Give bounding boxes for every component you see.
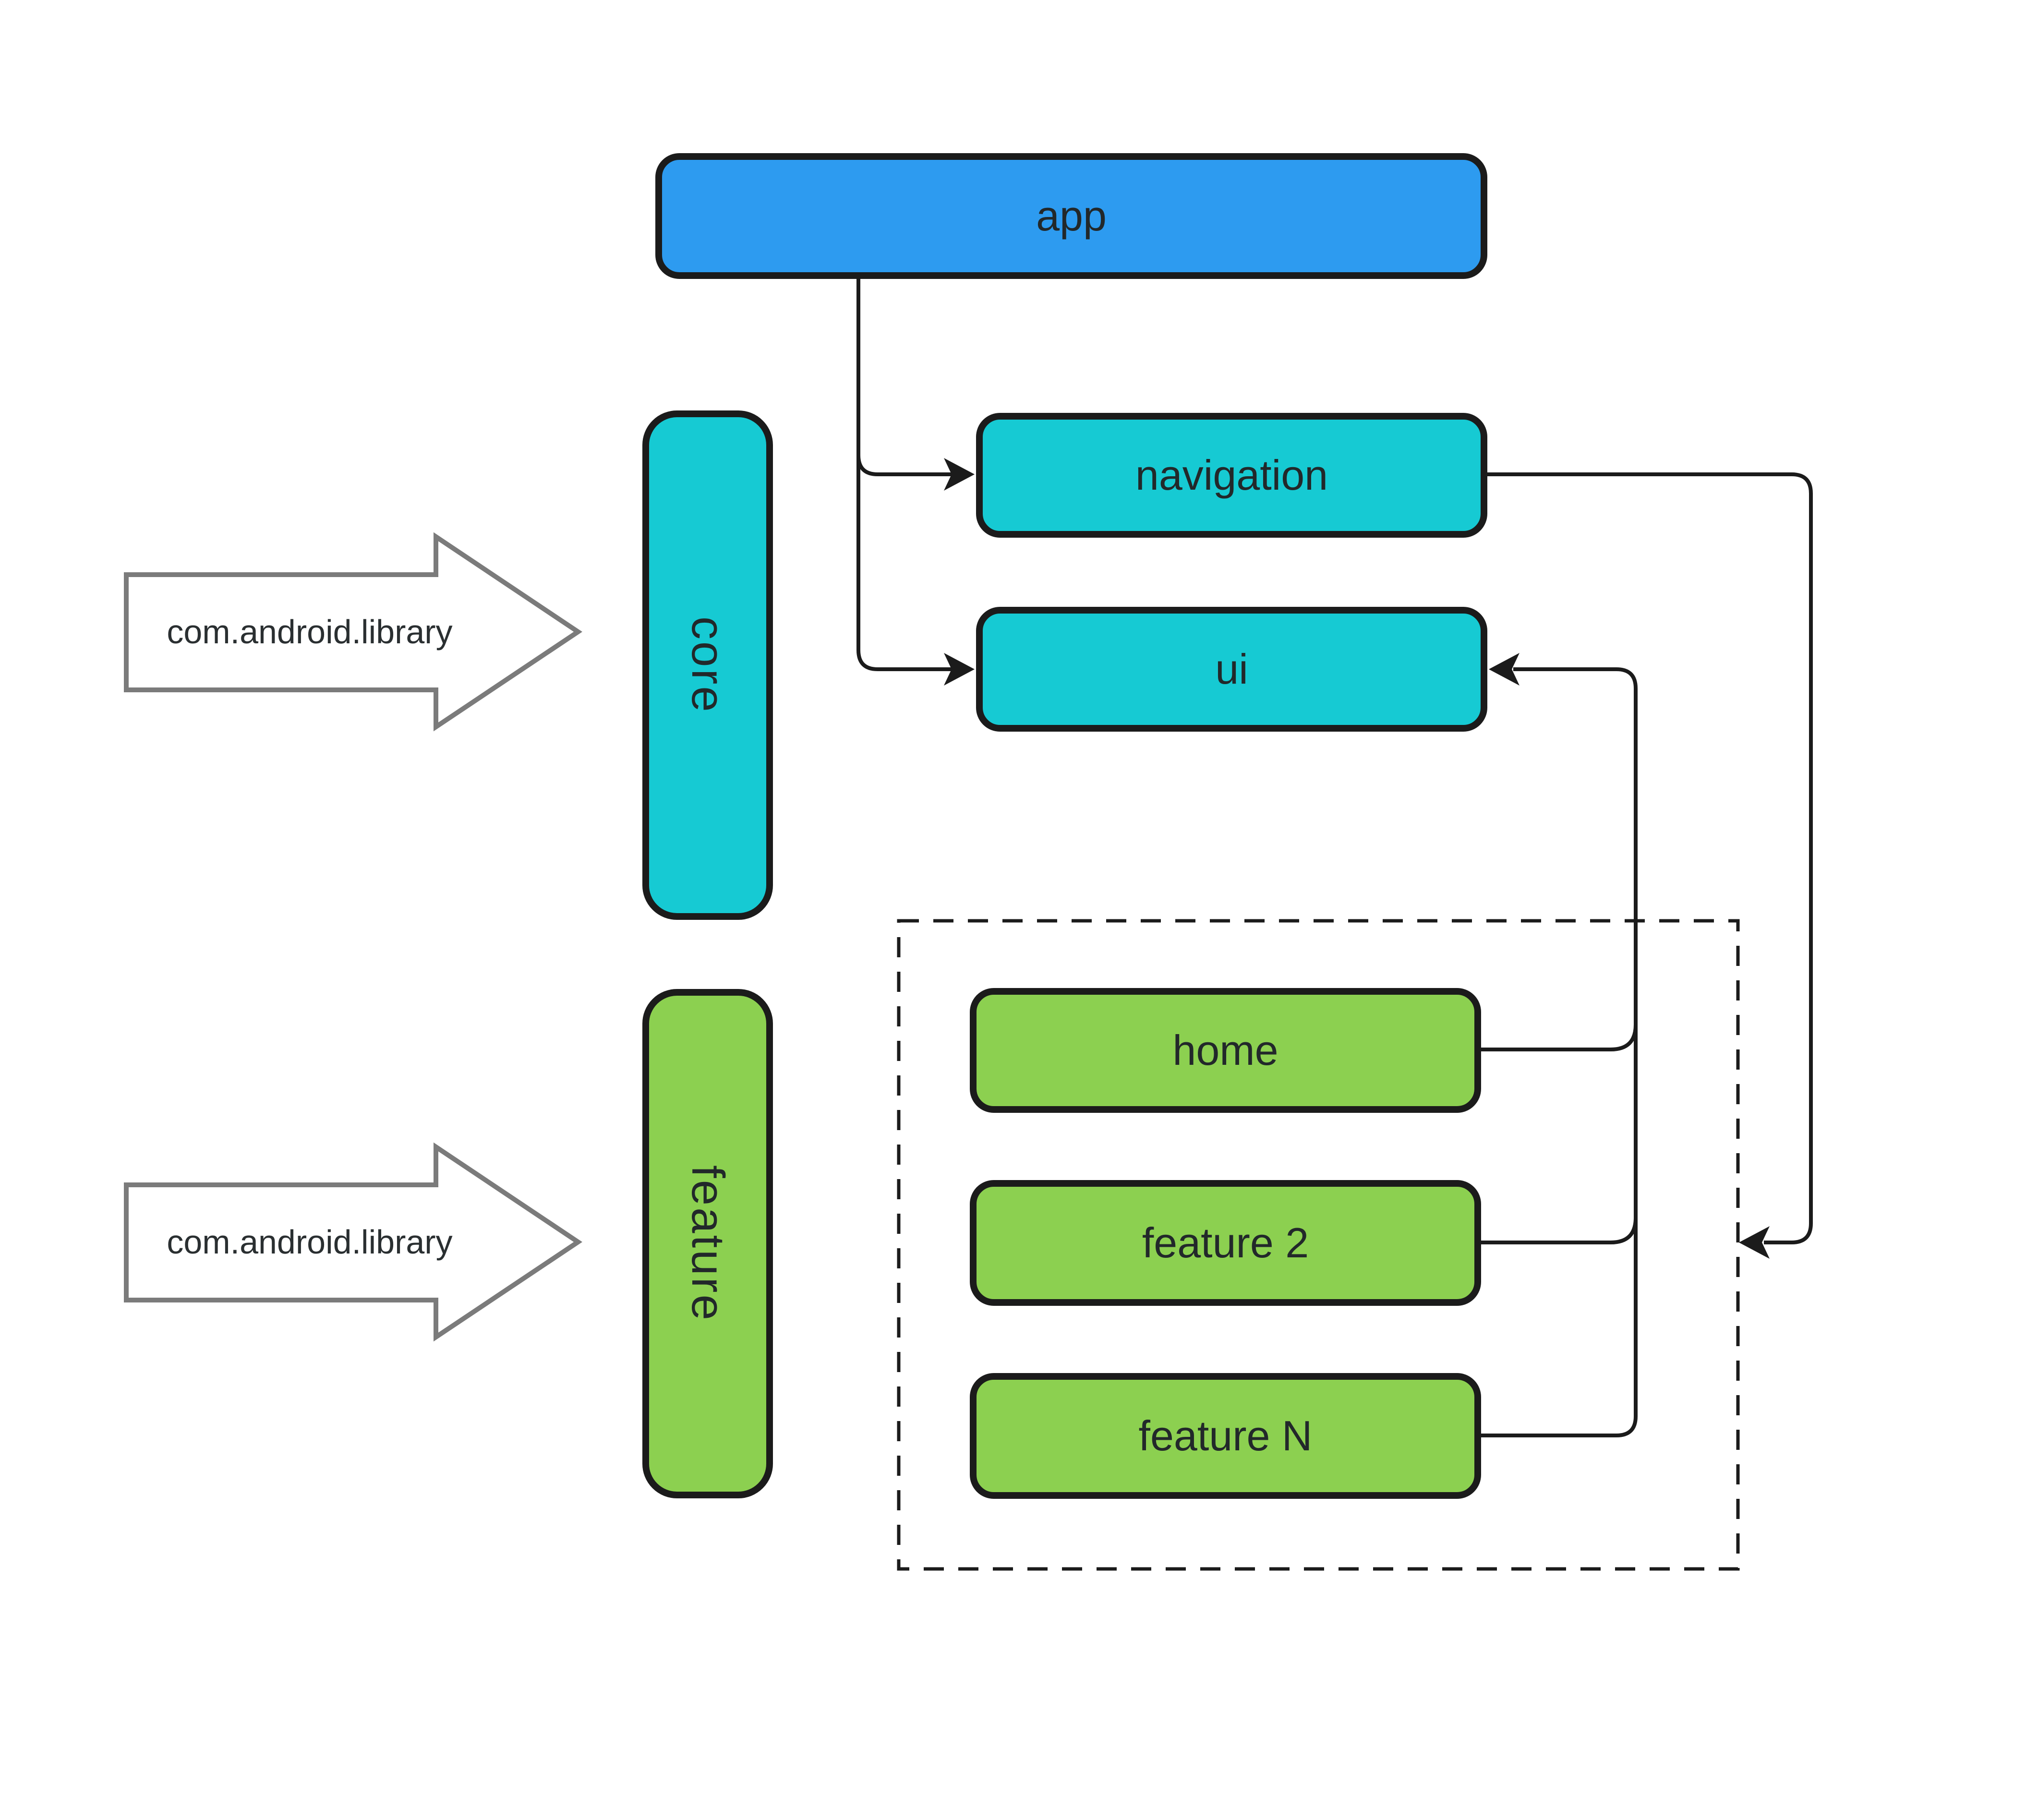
- node-feature-2-label: feature 2: [1142, 1219, 1309, 1266]
- arrowhead-into-navigation: [944, 458, 975, 491]
- feature-group-outline: [897, 919, 1740, 1571]
- pill-core-label: core: [682, 616, 734, 714]
- node-feature-2: feature 2: [970, 1180, 1481, 1306]
- plugin-label-core: com.android.library: [167, 613, 453, 651]
- node-feature-n-label: feature N: [1138, 1412, 1313, 1459]
- node-app: app: [655, 153, 1487, 279]
- node-app-label: app: [1036, 192, 1107, 240]
- node-ui: ui: [976, 607, 1487, 732]
- plugin-block-arrow-core: [124, 532, 582, 732]
- pill-core: core: [642, 410, 773, 920]
- pill-feature-label: feature: [682, 1165, 734, 1322]
- edge-feature2-ui-join: [1481, 1217, 1638, 1244]
- arrowhead-into-ui-right: [1489, 653, 1520, 686]
- edge-navigation-feature-group: [1487, 472, 1813, 1244]
- edge-featureN-ui: [1481, 667, 1638, 1437]
- plugin-block-arrow-feature: [124, 1142, 582, 1342]
- node-navigation-label: navigation: [1135, 451, 1328, 499]
- edge-home-ui-join: [1481, 1024, 1638, 1051]
- edge-app-ui: [856, 279, 954, 671]
- node-ui-label: ui: [1215, 645, 1248, 693]
- arrowhead-into-feature-group: [1739, 1226, 1770, 1259]
- plugin-label-feature: com.android.library: [167, 1223, 453, 1261]
- node-feature-n: feature N: [970, 1373, 1481, 1499]
- node-home-label: home: [1172, 1026, 1278, 1074]
- node-navigation: navigation: [976, 413, 1487, 538]
- edge-app-navigation: [856, 279, 954, 476]
- arrowhead-into-ui-left: [944, 653, 975, 686]
- node-home: home: [970, 988, 1481, 1113]
- pill-feature: feature: [642, 989, 773, 1498]
